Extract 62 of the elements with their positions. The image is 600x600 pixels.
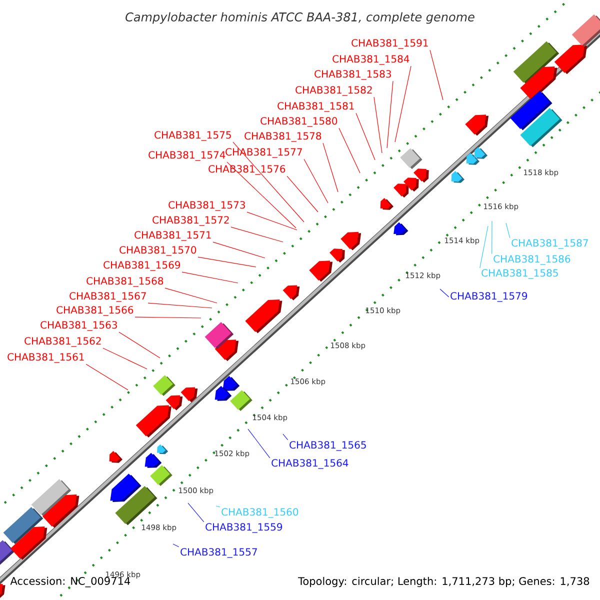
gene-label: CHAB381_1567 xyxy=(70,292,146,302)
gene-label: CHAB381_1561 xyxy=(8,353,84,363)
gene-label: CHAB381_1587 xyxy=(512,239,588,249)
leader-line xyxy=(134,316,202,318)
gene-label: CHAB381_1563 xyxy=(40,321,117,331)
leader-line xyxy=(394,66,412,142)
gene-label: CHAB381_1574 xyxy=(148,151,226,161)
gene-label: CHAB381_1580 xyxy=(260,117,338,127)
leader-line xyxy=(480,226,488,268)
gene-label: CHAB381_1586 xyxy=(494,255,570,265)
leader-line xyxy=(248,428,270,458)
leader-line xyxy=(304,158,328,204)
gene-label: CHAB381_1578 xyxy=(244,132,322,142)
footer-text: Topology: circular; Length: 1,711,273 bp; Genes: 1,738 xyxy=(298,576,590,588)
gene-label: CHAB381_1583 xyxy=(314,70,391,80)
leader-line xyxy=(198,256,256,268)
leader-line xyxy=(216,506,220,508)
leader-line xyxy=(164,288,218,304)
gene-label: CHAB381_1572 xyxy=(152,216,229,226)
gene-label: CHAB381_1585 xyxy=(482,269,558,279)
footer-text: Accession: NC_009714 xyxy=(10,576,130,588)
leader-line xyxy=(232,142,304,222)
leader-line xyxy=(148,302,212,308)
leader-line xyxy=(286,176,318,212)
gene-label: CHAB381_1571 xyxy=(134,231,211,241)
gene-label: CHAB381_1564 xyxy=(272,459,348,469)
gene-label: CHAB381_1584 xyxy=(332,55,410,65)
gene-label: CHAB381_1582 xyxy=(296,86,372,96)
leader-line xyxy=(440,288,450,298)
leader-line xyxy=(246,212,298,230)
gene-label: CHAB381_1562 xyxy=(24,337,101,347)
leader-line xyxy=(226,162,296,228)
leader-line xyxy=(338,128,360,174)
leader-line xyxy=(212,242,266,258)
gene-label: CHAB381_1565 xyxy=(290,441,366,451)
gene-label: CHAB381_1581 xyxy=(278,102,354,112)
leader-line xyxy=(322,142,338,192)
gene-label: CHAB381_1570 xyxy=(120,246,196,256)
leader-line xyxy=(282,434,288,440)
leader-line xyxy=(188,502,204,522)
gene-label: CHAB381_1566 xyxy=(56,306,134,316)
gene-label: CHAB381_1575 xyxy=(154,131,231,141)
leader-line xyxy=(102,348,148,370)
leader-line xyxy=(86,364,128,390)
gene-label: CHAB381_1591 xyxy=(352,39,428,49)
gene-label: CHAB381_1568 xyxy=(86,277,164,287)
title: Campylobacter hominis ATCC BAA-381, complete genome xyxy=(126,12,474,24)
gene-label: CHAB381_1559 xyxy=(206,523,282,533)
gene-label: CHAB381_1569 xyxy=(104,261,180,271)
leader-line xyxy=(374,96,382,154)
gene-label: CHAB381_1560 xyxy=(222,508,298,518)
gene-label: CHAB381_1579 xyxy=(450,292,528,302)
gene-label: CHAB381_1557 xyxy=(180,548,257,558)
leader-line xyxy=(230,226,284,242)
leader-line xyxy=(506,222,510,238)
leader-line xyxy=(182,272,238,284)
leader-line xyxy=(356,112,376,160)
leader-line xyxy=(386,80,394,148)
leader-line xyxy=(430,50,444,100)
gene-label: CHAB381_1573 xyxy=(168,201,245,211)
leader-line xyxy=(118,332,160,358)
leader-line xyxy=(172,544,180,548)
